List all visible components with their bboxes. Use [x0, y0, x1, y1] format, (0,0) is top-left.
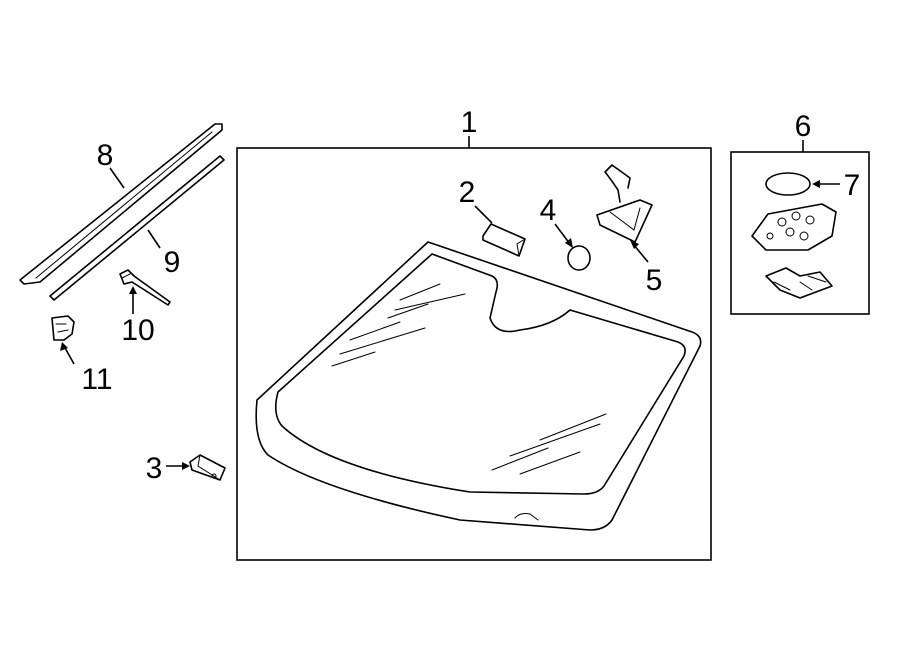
retainer-clip-icon[interactable] [51, 315, 75, 341]
arrow-3 [182, 462, 190, 470]
callout-11: 11 [81, 363, 112, 396]
round-pad-icon[interactable] [567, 245, 591, 271]
arrow-4 [565, 238, 573, 248]
arrow-11 [60, 342, 68, 351]
callout-5: 5 [646, 264, 663, 297]
callout-2: 2 [459, 176, 476, 209]
callout-4: 4 [540, 194, 557, 227]
callout-10: 10 [121, 314, 154, 347]
callout-3: 3 [146, 452, 163, 485]
arrow-10 [129, 286, 137, 294]
leader-line-9 [147, 229, 161, 249]
leader-line-11 [63, 345, 75, 365]
push-pin-rivet-icon[interactable] [119, 269, 171, 306]
spacer-block-icon[interactable] [189, 454, 226, 481]
leader-line-8 [109, 167, 125, 189]
leader-line-2 [474, 205, 493, 224]
callout-1: 1 [461, 106, 478, 139]
sensor-kit-box [730, 151, 870, 315]
leader-line-4 [554, 223, 571, 245]
callout-9: 9 [164, 246, 181, 279]
side-molding-icon[interactable] [19, 123, 223, 285]
arrow-5 [630, 240, 639, 249]
sensor-bracket-icon[interactable] [596, 164, 653, 243]
windshield-glass-icon[interactable] [255, 241, 702, 531]
o-ring-icon[interactable] [765, 172, 811, 196]
windshield-frame-box [236, 147, 712, 561]
callout-7: 7 [844, 169, 861, 202]
spacer-block-icon[interactable] [482, 223, 526, 257]
side-molding-icon[interactable] [49, 155, 225, 301]
rain-sensor-assembly-icon[interactable] [751, 203, 837, 299]
callout-6: 6 [795, 110, 812, 143]
arrow-7 [812, 180, 820, 188]
callout-8: 8 [97, 139, 114, 172]
